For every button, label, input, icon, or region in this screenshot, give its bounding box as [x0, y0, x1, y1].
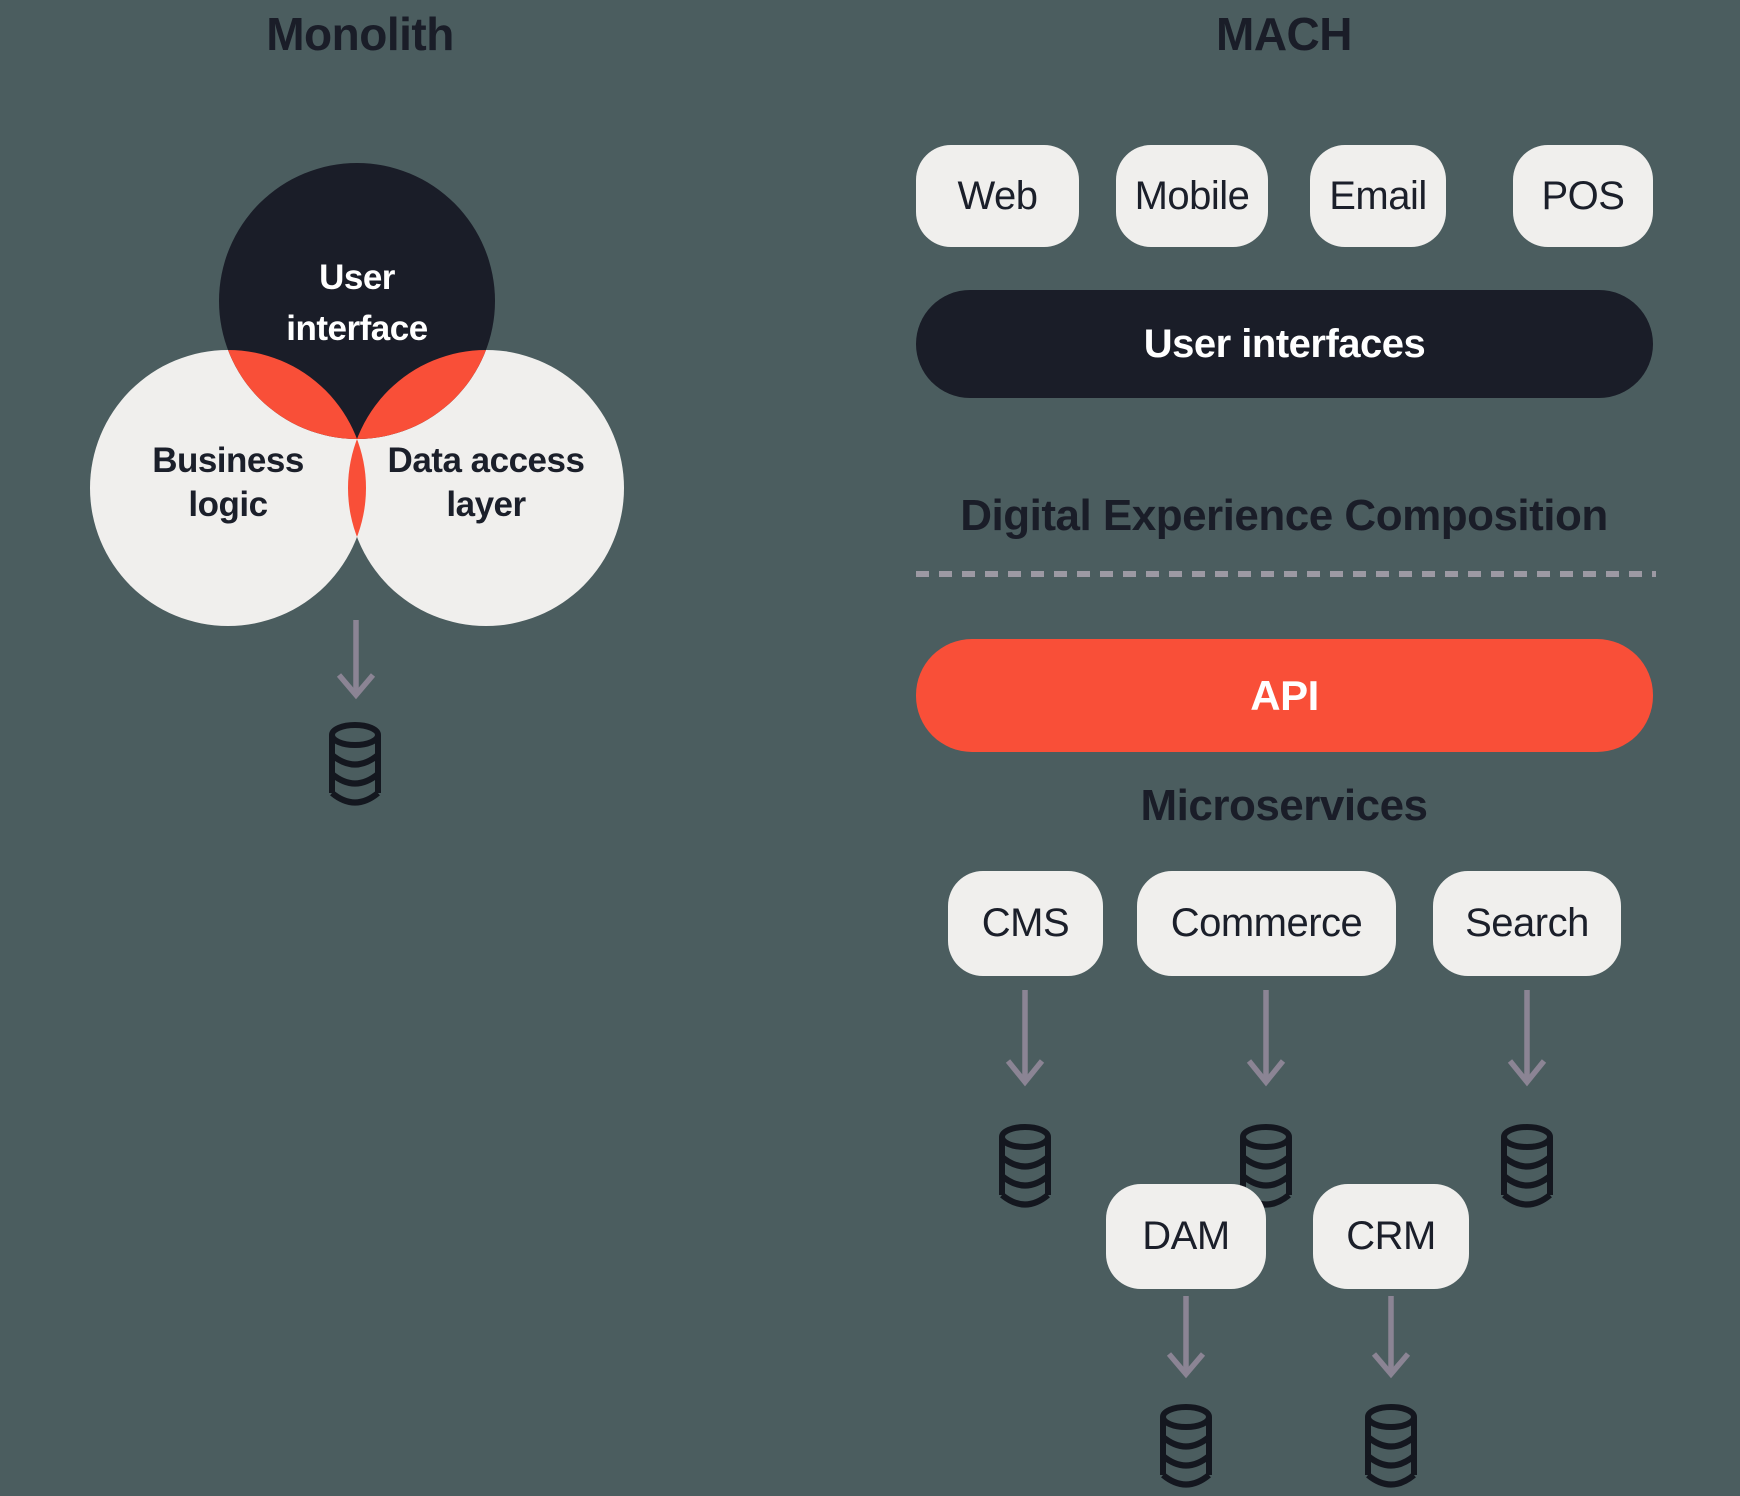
- database-icon: [1160, 1404, 1212, 1488]
- dxc-divider: [916, 571, 1656, 577]
- venn-label-line: Business: [152, 441, 304, 480]
- venn-label-line: layer: [446, 485, 526, 524]
- database-icon: [1501, 1124, 1553, 1208]
- database-icon: [999, 1124, 1051, 1208]
- venn-label-user-interface: User interface: [207, 252, 507, 354]
- subservice-pill-crm: CRM: [1313, 1184, 1469, 1289]
- venn-overlap-left: [219, 350, 366, 439]
- database-icon: [1240, 1124, 1292, 1208]
- service-pill-cms: CMS: [948, 871, 1103, 976]
- venn-label-line: User: [319, 258, 395, 297]
- api-bar: API: [916, 639, 1653, 752]
- channel-pill-web: Web: [916, 145, 1079, 247]
- arrow-down-icon: [1371, 1296, 1411, 1379]
- database-icon: [1365, 1404, 1417, 1488]
- arrow-down-icon: [336, 620, 376, 700]
- venn-label-data-access: Data access layer: [336, 439, 636, 527]
- channel-pill-mobile: Mobile: [1116, 145, 1268, 247]
- monolith-title: Monolith: [266, 8, 454, 60]
- venn-label-business-logic: Business logic: [78, 439, 378, 527]
- database-icon: [329, 722, 381, 806]
- arrow-down-icon: [1246, 990, 1286, 1087]
- venn-label-line: Data access: [387, 441, 585, 480]
- venn-overlap-right: [348, 350, 495, 439]
- arrow-down-icon: [1166, 1296, 1206, 1379]
- dxc-heading: Digital Experience Composition: [960, 491, 1608, 540]
- service-pill-commerce: Commerce: [1137, 871, 1396, 976]
- arrow-down-icon: [1005, 990, 1045, 1087]
- venn-diagram: [90, 163, 624, 626]
- mach-title: MACH: [1216, 8, 1352, 60]
- subservice-pill-dam: DAM: [1106, 1184, 1266, 1289]
- venn-label-line: logic: [188, 485, 268, 524]
- user-interfaces-bar: User interfaces: [916, 290, 1653, 398]
- service-pill-search: Search: [1433, 871, 1621, 976]
- channel-pill-email: Email: [1310, 145, 1446, 247]
- channel-pill-pos: POS: [1513, 145, 1653, 247]
- arrow-down-icon: [1507, 990, 1547, 1087]
- venn-label-line: interface: [286, 309, 428, 348]
- microservices-heading: Microservices: [1140, 781, 1428, 830]
